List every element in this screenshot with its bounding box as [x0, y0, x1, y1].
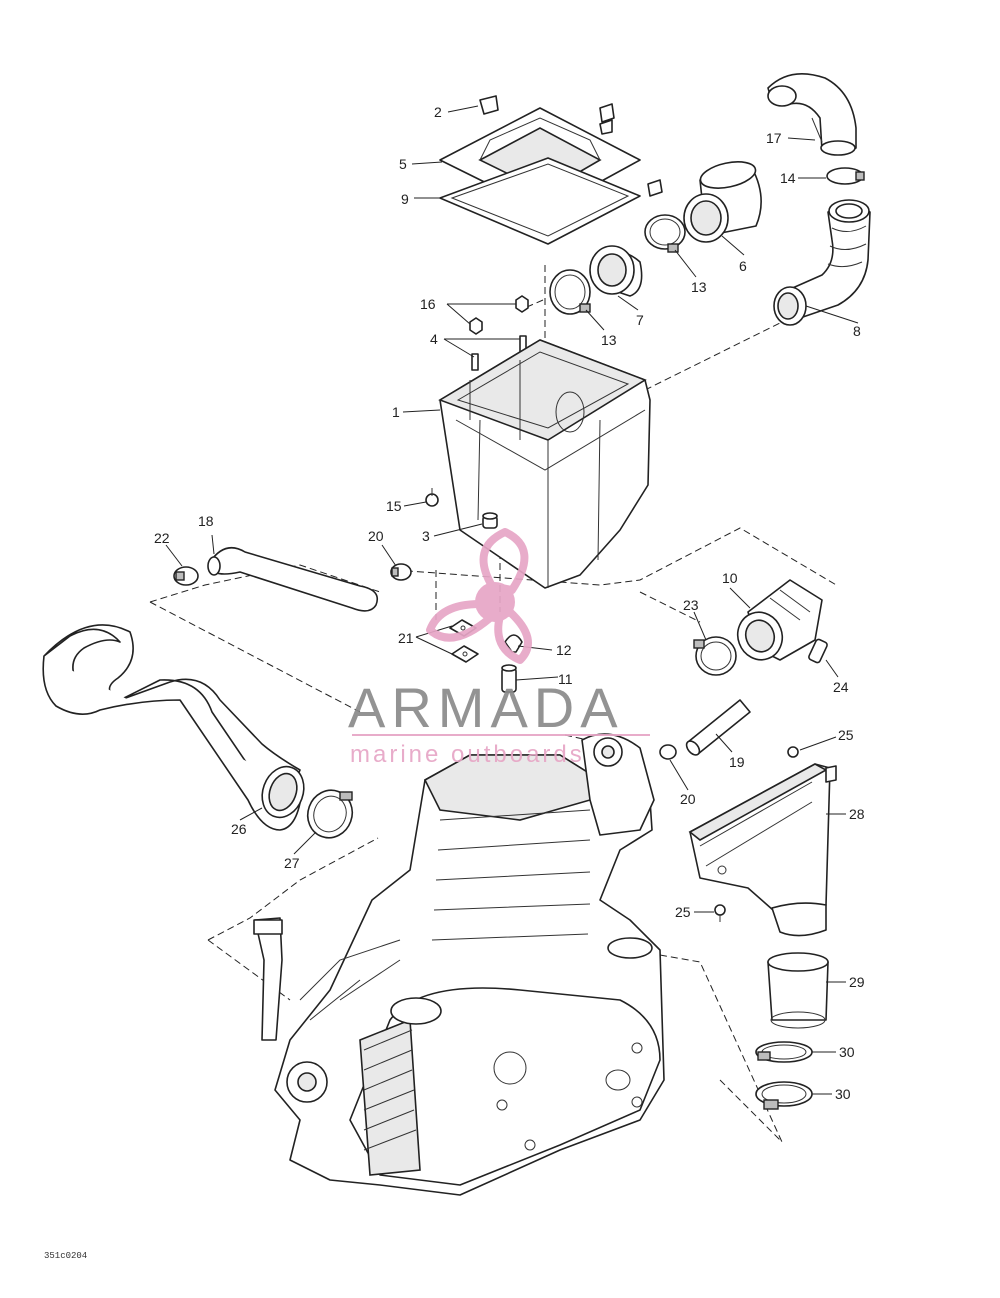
- clamp-13-upper: [644, 214, 686, 253]
- drawing-code: 351c0204: [44, 1251, 87, 1261]
- callout-21: 21: [398, 630, 414, 646]
- callout-30-upper: 30: [839, 1044, 855, 1060]
- callout-9: 9: [401, 191, 409, 207]
- filter-sleeve-6: [683, 161, 762, 243]
- clamp-13-lower: [549, 269, 591, 315]
- nut-12: [504, 634, 523, 653]
- callout-17: 17: [766, 130, 782, 146]
- clamp-20-right: [659, 744, 677, 760]
- carburetor-adaptor-10: [736, 579, 823, 661]
- hose-19: [685, 699, 751, 756]
- callout-2: 2: [434, 104, 442, 120]
- intake-hose-26: [42, 624, 305, 831]
- callout-28: 28: [849, 806, 865, 822]
- callout-25-upper: 25: [838, 727, 854, 743]
- callout-24: 24: [833, 679, 849, 695]
- callout-6: 6: [739, 258, 747, 274]
- callout-12: 12: [556, 642, 572, 658]
- intake-elbow-17: [767, 72, 857, 156]
- callout-18: 18: [198, 513, 214, 529]
- callout-27: 27: [284, 855, 300, 871]
- propeller-icon: [426, 528, 532, 664]
- callout-4: 4: [430, 331, 438, 347]
- clamp-30-lower: [755, 1081, 813, 1110]
- clamp-20-left: [390, 563, 412, 581]
- callout-25-lower: 25: [675, 904, 691, 920]
- leader-lines: [165, 105, 859, 1095]
- callout-3: 3: [422, 528, 430, 544]
- clamp-27: [306, 789, 354, 839]
- engine-assembly: [253, 733, 665, 1196]
- callout-1: 1: [392, 404, 400, 420]
- callout-22: 22: [154, 530, 170, 546]
- air-deflector-28: [688, 763, 837, 937]
- intake-duct-8: [773, 199, 871, 326]
- sleeve-11: [501, 664, 517, 693]
- clamp-23: [693, 636, 737, 676]
- callout-30-lower: 30: [835, 1086, 851, 1102]
- clamp-30-upper: [755, 1041, 813, 1063]
- sleeve-29: [767, 952, 829, 1029]
- callout-20-left: 20: [368, 528, 384, 544]
- callout-11: 11: [558, 671, 573, 687]
- callout-16: 16: [420, 296, 436, 312]
- hose-18: [207, 546, 379, 612]
- screw-15: [425, 488, 439, 507]
- callout-13-upper: 13: [691, 279, 707, 295]
- airbox-1: [438, 339, 651, 589]
- clamp-14: [826, 167, 865, 185]
- callout-10: 10: [722, 570, 738, 586]
- callout-20-right: 20: [680, 791, 696, 807]
- callout-19: 19: [729, 754, 745, 770]
- adaptor-7: [589, 245, 643, 297]
- fitting-3: [482, 512, 498, 529]
- callout-labels: 2 5 9 16 4 1 15 3 17 14 6 13 7 13 8 18 2…: [154, 104, 865, 1102]
- callout-8: 8: [853, 323, 861, 339]
- armada-watermark: ARMADA marine outboards: [348, 528, 650, 768]
- watermark-tagline: marine outboards: [350, 741, 585, 768]
- callout-26: 26: [231, 821, 247, 837]
- clamp-22: [173, 566, 199, 586]
- screw-25: [714, 746, 799, 922]
- callout-13-lower: 13: [601, 332, 617, 348]
- callout-29: 29: [849, 974, 865, 990]
- watermark-brand: ARMADA: [348, 676, 624, 739]
- clip-2: [479, 95, 663, 197]
- callout-15: 15: [386, 498, 402, 514]
- callout-5: 5: [399, 156, 407, 172]
- callout-7: 7: [636, 312, 644, 328]
- gasket-9: [439, 157, 641, 245]
- hose-24: [808, 638, 828, 664]
- callout-14: 14: [780, 170, 796, 186]
- callout-23: 23: [683, 597, 699, 613]
- nut-16: [469, 295, 529, 335]
